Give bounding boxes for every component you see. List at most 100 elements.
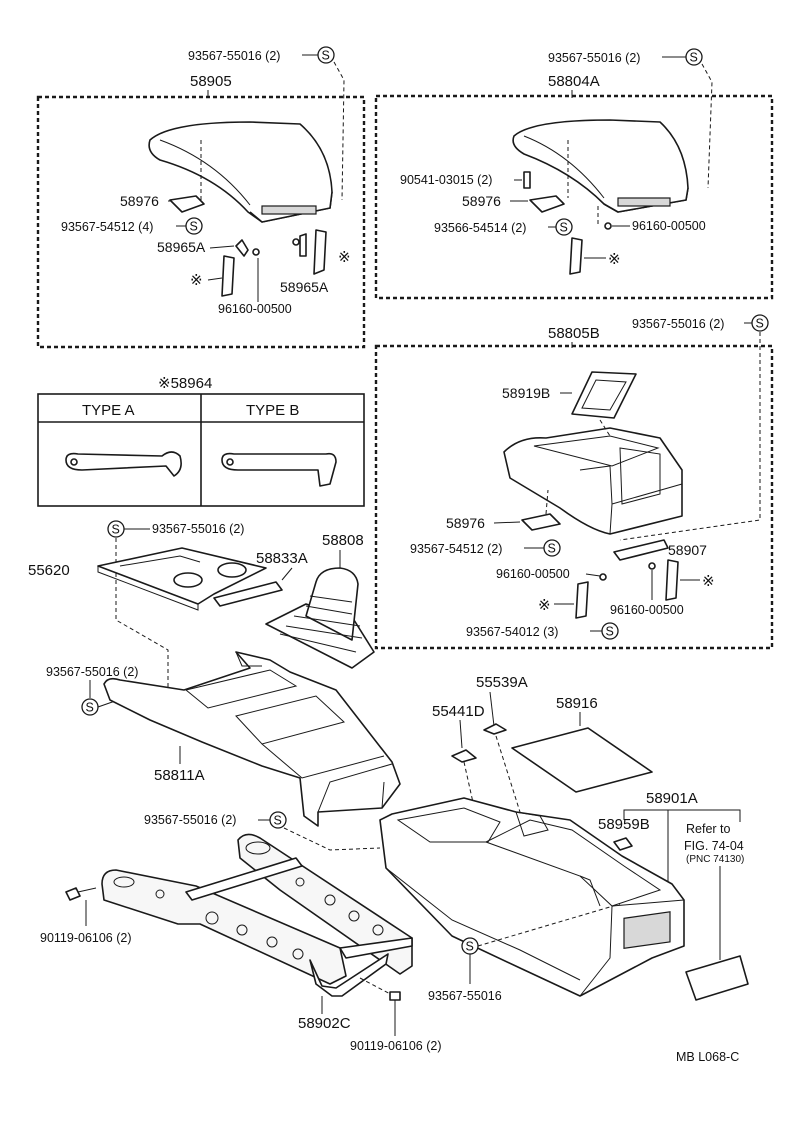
asterisk-marker: ※ xyxy=(338,249,351,266)
bracket-group: 90119-06106 (2) 58902C 90119-06106 (2) xyxy=(40,833,442,1053)
label-type-a: TYPE A xyxy=(82,402,135,419)
label-93567-55016-e: 93567-55016 (2) xyxy=(46,665,138,679)
bracket-58902C xyxy=(101,833,413,997)
pin-90541 xyxy=(523,171,531,189)
screw-symbol: S xyxy=(107,520,125,538)
label-96160-00500-c: 96160-00500 xyxy=(496,567,570,581)
svg-text:※: ※ xyxy=(702,573,715,590)
diagram-code: MB L068-C xyxy=(676,1050,739,1064)
label-58804A: 58804A xyxy=(548,73,600,90)
armrest-lid-58905 xyxy=(148,121,333,223)
svg-text:S: S xyxy=(466,940,474,954)
trim-58833A xyxy=(213,581,283,607)
screw-symbol: S xyxy=(685,48,703,66)
screw-symbol: S xyxy=(185,217,203,235)
svg-text:S: S xyxy=(274,814,282,828)
type-table-58964: ※58964 TYPE A TYPE B xyxy=(37,375,365,507)
label-93567-54512: 93567-54512 (4) xyxy=(61,220,153,234)
latch-right-b xyxy=(569,237,583,275)
hinge-58976-c xyxy=(521,513,561,531)
label-58919B: 58919B xyxy=(502,385,550,401)
svg-text:S: S xyxy=(560,221,568,235)
label-93567-54512-b: 93567-54512 (2) xyxy=(410,542,502,556)
shift-boot-58808 xyxy=(265,567,375,669)
console-upper-group: 58805B 93567-55016 (2) S 58919B 58976 93… xyxy=(374,314,774,650)
bolt-90119-a xyxy=(65,887,97,901)
label-58833A: 58833A xyxy=(256,550,308,567)
svg-text:※: ※ xyxy=(608,251,621,268)
svg-text:S: S xyxy=(86,701,94,715)
label-93567-54012: 93567-54012 (3) xyxy=(466,625,558,639)
label-93567-55016-d: 93567-55016 (2) xyxy=(152,522,244,536)
label-58965A-b: 58965A xyxy=(280,279,329,295)
label-58959B: 58959B xyxy=(598,816,650,833)
center-parts-group: 55539A 55441D 58916 xyxy=(432,674,653,835)
label-90541-03015: 90541-03015 (2) xyxy=(400,173,492,187)
label-93567-55016-g: 93567-55016 (2) xyxy=(144,813,236,827)
cap-58959B xyxy=(613,837,633,851)
latch-right-a xyxy=(313,229,327,275)
bolt-90119-b xyxy=(389,991,401,1012)
label-93567-55016-f: 93567-55016 xyxy=(428,989,502,1003)
clip-55441D xyxy=(451,749,477,763)
label-93567-55016-c: 93567-55016 (2) xyxy=(632,317,724,331)
label-96160-00500-d: 96160-00500 xyxy=(610,603,684,617)
ashtray-ref xyxy=(685,955,749,1001)
label-90119-06106-b: 90119-06106 (2) xyxy=(350,1039,442,1053)
svg-text:※: ※ xyxy=(190,272,203,289)
svg-text:S: S xyxy=(112,523,120,537)
label-refer-to: Refer to xyxy=(686,822,731,836)
lower-console-group: 58901A 58959B Refer to FIG. 74-04 (PNC 7… xyxy=(144,790,749,1003)
screw-symbol: S xyxy=(461,937,479,955)
latch-type-b xyxy=(221,452,337,487)
asterisk-marker: ※ xyxy=(538,597,551,614)
latch-type-a xyxy=(65,451,182,477)
svg-text:S: S xyxy=(548,542,556,556)
console-box-body xyxy=(503,427,683,535)
bracket-58907 xyxy=(613,539,669,561)
asterisk-marker: ※ xyxy=(190,272,203,289)
label-58964: ※58964 xyxy=(158,375,212,392)
clip-55539A xyxy=(483,723,507,735)
label-refer-pnc: (PNC 74130) xyxy=(686,854,744,865)
label-93567-55016-a: 93567-55016 (2) xyxy=(188,49,280,63)
armrest-left-group: 58905 93567-55016 (2) S 58976 93567-5451… xyxy=(36,46,366,349)
label-type-b: TYPE B xyxy=(246,402,299,419)
latch-right-c xyxy=(665,559,679,601)
svg-text:※: ※ xyxy=(538,597,551,614)
shift-plate-group: S 93567-55016 (2) 55620 58833A 58808 xyxy=(28,520,375,690)
label-93566-54514: 93566-54514 (2) xyxy=(434,221,526,235)
screw-symbol: S xyxy=(555,218,573,236)
screw-symbol: S xyxy=(601,622,619,640)
label-refer-fig: FIG. 74-04 xyxy=(684,839,744,853)
asterisk-marker: ※ xyxy=(608,251,621,268)
console-upper-box xyxy=(374,344,774,650)
label-93567-55016-b: 93567-55016 (2) xyxy=(548,51,640,65)
latch-left-c xyxy=(575,581,589,619)
svg-text:S: S xyxy=(190,220,198,234)
label-58811A: 58811A xyxy=(154,767,205,784)
label-58905: 58905 xyxy=(190,73,232,90)
svg-text:S: S xyxy=(756,317,764,331)
screw-symbol: S xyxy=(751,314,769,332)
screw-symbol: S xyxy=(543,539,561,557)
asterisk-marker: ※ xyxy=(702,573,715,590)
console-panel-58811A xyxy=(103,651,401,827)
armrest-right-box xyxy=(374,94,774,300)
armrest-lid-58804A xyxy=(512,119,689,213)
hinge-58976-a xyxy=(169,195,205,213)
svg-text:※: ※ xyxy=(338,249,351,266)
latch-left-a xyxy=(221,255,235,297)
label-58965A-a: 58965A xyxy=(157,239,206,255)
label-90119-06106-a: 90119-06106 (2) xyxy=(40,931,132,945)
screw-symbol: S xyxy=(317,46,335,64)
label-58907: 58907 xyxy=(668,542,707,558)
screw-symbol: S xyxy=(81,698,99,716)
label-58902C: 58902C xyxy=(298,1015,351,1032)
screw-symbol: S xyxy=(269,811,287,829)
label-96160-00500-b: 96160-00500 xyxy=(632,219,706,233)
label-58976-c: 58976 xyxy=(446,515,485,531)
mat-58916 xyxy=(511,727,653,793)
armrest-right-group: 58804A 93567-55016 (2) S 90541-03015 (2)… xyxy=(374,48,774,300)
